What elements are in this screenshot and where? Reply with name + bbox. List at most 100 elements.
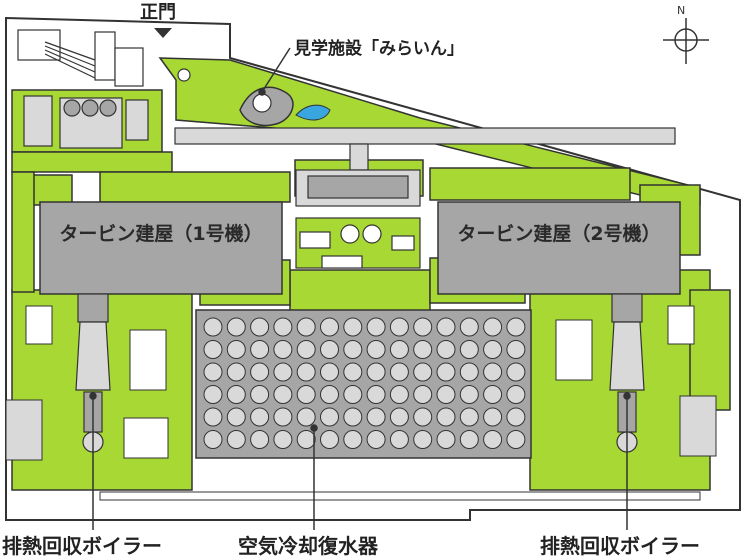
condenser-fan — [506, 340, 526, 359]
condenser-fan — [483, 385, 503, 404]
top-left-facilities — [17, 29, 149, 149]
condenser-fan — [343, 385, 363, 404]
condenser-fan — [389, 407, 409, 427]
condenser-fan — [320, 430, 339, 449]
condenser-fan — [389, 430, 409, 449]
condenser-fan — [506, 317, 526, 337]
condenser-fan — [296, 362, 316, 382]
condenser-fan — [459, 340, 479, 359]
air-cooled-condenser-label: 空気冷却復水器 — [238, 534, 378, 558]
condenser-fan — [413, 340, 433, 359]
condenser-fan — [506, 385, 526, 404]
turbine-building-2 — [437, 201, 681, 295]
condenser-fan — [483, 430, 503, 449]
visitor-center-label: 見学施設「みらいん」 — [294, 39, 464, 59]
condenser-fan — [226, 317, 246, 337]
condenser-fan — [250, 407, 270, 427]
condenser-fan — [389, 340, 409, 359]
condenser-fan — [273, 385, 293, 404]
condenser-fan — [389, 317, 409, 337]
condenser-fan — [273, 407, 293, 427]
condenser-fan — [273, 317, 293, 337]
condenser-fan — [320, 340, 339, 359]
main-gate-label: 正門 — [140, 2, 176, 23]
central-connector — [174, 127, 676, 207]
condenser-fan — [226, 407, 246, 427]
condenser-fan — [436, 362, 456, 382]
condenser-fan — [459, 430, 479, 449]
turbine-building-2-label: タービン建屋（2号機） — [457, 223, 661, 245]
condenser-fan — [459, 385, 479, 404]
condenser-fan — [296, 430, 316, 449]
condenser-fan — [483, 340, 503, 359]
leader-lines — [89, 47, 631, 530]
compass-icon: N — [663, 4, 709, 64]
gate-marker — [154, 28, 172, 38]
condenser-fan — [366, 317, 386, 337]
condenser-fan — [483, 317, 503, 337]
condenser-fan — [413, 430, 433, 449]
condenser-fan — [320, 317, 339, 337]
condenser-fan — [203, 340, 223, 359]
condenser-fan — [320, 385, 339, 404]
bottom-road — [99, 491, 701, 501]
condenser-fan — [366, 407, 386, 427]
condenser-fan — [226, 385, 246, 404]
condenser-fan — [459, 362, 479, 382]
condenser-fan — [250, 340, 270, 359]
condenser-fan — [506, 430, 526, 449]
condenser-fan — [273, 362, 293, 382]
condenser-fan — [203, 430, 223, 449]
condenser-fan — [343, 362, 363, 382]
condenser-fan — [226, 430, 246, 449]
condenser-fan — [250, 385, 270, 404]
condenser-fan — [320, 362, 339, 382]
condenser-fan — [296, 317, 316, 337]
condenser-fan — [203, 362, 223, 382]
condenser-fan — [273, 340, 293, 359]
side-equipment — [5, 305, 717, 461]
heat-recovery-boiler-right-label: 排熱回収ボイラー — [540, 534, 700, 558]
condenser-fan — [389, 385, 409, 404]
condenser-fan — [389, 362, 409, 382]
condenser-fan — [459, 407, 479, 427]
condenser-fan — [436, 385, 456, 404]
central-equipment — [295, 217, 421, 269]
condenser-fan — [459, 317, 479, 337]
condenser-fan — [343, 317, 363, 337]
heat-recovery-boiler-left-label: 排熱回収ボイラー — [2, 534, 162, 558]
condenser-fan — [413, 407, 433, 427]
condenser-fan — [343, 407, 363, 427]
condenser-fan — [250, 430, 270, 449]
condenser-fan — [226, 340, 246, 359]
condenser-fan — [506, 362, 526, 382]
condenser-fan — [366, 430, 386, 449]
condenser-fan — [343, 340, 363, 359]
condenser-fan — [343, 430, 363, 449]
condenser-fan — [296, 385, 316, 404]
condenser-fan — [366, 340, 386, 359]
condenser-fan — [250, 317, 270, 337]
condenser-fan — [296, 340, 316, 359]
condenser-fan — [436, 317, 456, 337]
turbine-building-1-label: タービン建屋（1号機） — [59, 223, 263, 245]
condenser-fan — [203, 407, 223, 427]
condenser-fan — [483, 362, 503, 382]
condenser-fan — [320, 407, 339, 427]
condenser-fan — [413, 385, 433, 404]
turbine-building-1 — [39, 201, 283, 295]
condenser-fan — [226, 362, 246, 382]
compass-north-label: N — [677, 4, 685, 17]
condenser-fan — [296, 407, 316, 427]
condenser-fan — [436, 340, 456, 359]
condenser-fan — [436, 407, 456, 427]
condenser-fan — [483, 407, 503, 427]
condenser-fan — [413, 317, 433, 337]
condenser-fan — [203, 317, 223, 337]
condenser-fan — [203, 385, 223, 404]
condenser-fan — [273, 430, 293, 449]
condenser-fan — [413, 362, 433, 382]
condenser-fan — [366, 385, 386, 404]
condenser-fan — [506, 407, 526, 427]
